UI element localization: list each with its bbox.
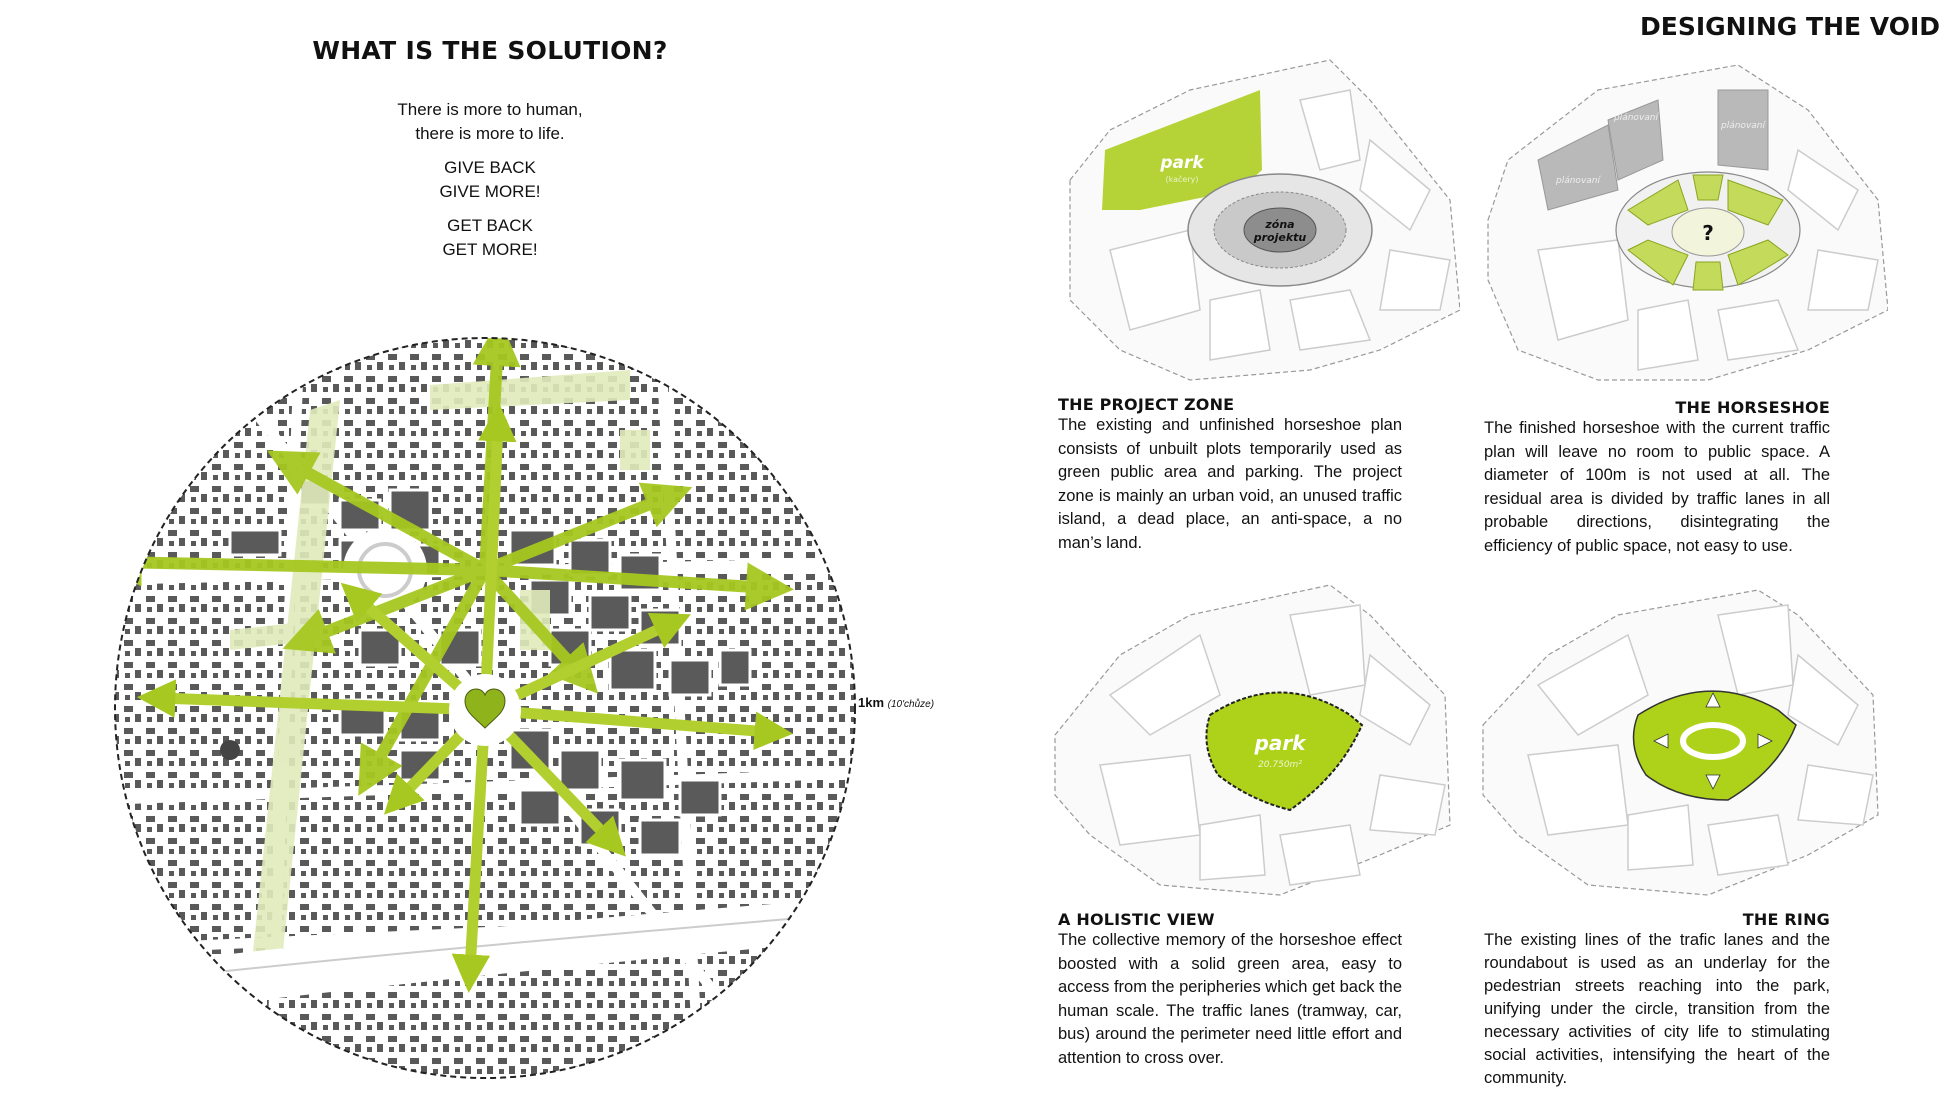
- diagram-holistic: park 20.750m²: [1054, 584, 1451, 896]
- zone-label-1: zóna: [1264, 218, 1294, 231]
- map-arrows: [136, 402, 794, 994]
- holistic-body: The collective memory of the horseshoe e…: [1058, 931, 1402, 1067]
- heart-icon: [464, 688, 506, 729]
- section-horseshoe: THE HORSESHOE The finished horseshoe wit…: [1484, 398, 1830, 558]
- park-label: park: [1159, 153, 1205, 173]
- get-more-text: GET MORE!: [442, 240, 538, 259]
- radiating-arrows: [115, 338, 794, 796]
- intro-line-1: There is more to human,: [397, 100, 583, 119]
- park-note: (kačery): [1166, 174, 1199, 184]
- give-more-text: GIVE MORE!: [439, 182, 541, 201]
- scale-label: 1km (10'chůze): [858, 695, 934, 710]
- diagram-horseshoe: plánovaní plánovaní plánovaní ?: [1487, 64, 1888, 381]
- scale-note: (10'chůze): [887, 699, 935, 710]
- project-zone-title: THE PROJECT ZONE: [1058, 395, 1235, 414]
- project-zone-circle: [1243, 207, 1317, 253]
- ring-circle: [1680, 722, 1746, 760]
- holistic-park-area: 20.750m²: [1258, 760, 1302, 770]
- section-holistic: A HOLISTIC VIEW The collective memory of…: [1058, 910, 1402, 1070]
- ring-title: THE RING: [1742, 910, 1830, 929]
- diagram-ring: [1482, 589, 1879, 896]
- ring-park: [1632, 690, 1797, 801]
- intro-text: There is more to human, there is more to …: [340, 98, 640, 272]
- question-mark: ?: [1702, 221, 1714, 245]
- intro-line-2: there is more to life.: [415, 124, 565, 143]
- zone-label-2: projektu: [1253, 231, 1307, 244]
- scale-km: 1km: [858, 695, 885, 710]
- question-circle: [1671, 207, 1745, 257]
- plan-label-2: plánovaní: [1613, 113, 1659, 123]
- section-project-zone: THE PROJECT ZONE The existing and unfini…: [1058, 395, 1402, 555]
- ring-body: The existing lines of the trafic lanes a…: [1484, 931, 1830, 1087]
- holistic-title: A HOLISTIC VIEW: [1058, 910, 1215, 929]
- page-title-right: DESIGNING THE VOID: [1640, 12, 1940, 41]
- diagram-project-zone: park (kačery) zóna projektu: [1069, 59, 1460, 381]
- get-back-text: GET BACK: [447, 216, 533, 235]
- project-zone-body: The existing and unfinished horseshoe pl…: [1058, 416, 1402, 552]
- horseshoe-title: THE HORSESHOE: [1675, 398, 1830, 417]
- plan-label-1: plánovaní: [1555, 176, 1601, 186]
- page-title-left: WHAT IS THE SOLUTION?: [312, 36, 668, 65]
- give-back-text: GIVE BACK: [444, 158, 536, 177]
- horseshoe-body: The finished horseshoe with the current …: [1484, 419, 1830, 555]
- park-area: [1102, 90, 1262, 210]
- holistic-park-label: park: [1254, 731, 1308, 755]
- section-ring: THE RING The existing lines of the trafi…: [1484, 910, 1830, 1090]
- plan-label-3: plánovaní: [1720, 121, 1766, 131]
- holistic-park: [1205, 691, 1364, 812]
